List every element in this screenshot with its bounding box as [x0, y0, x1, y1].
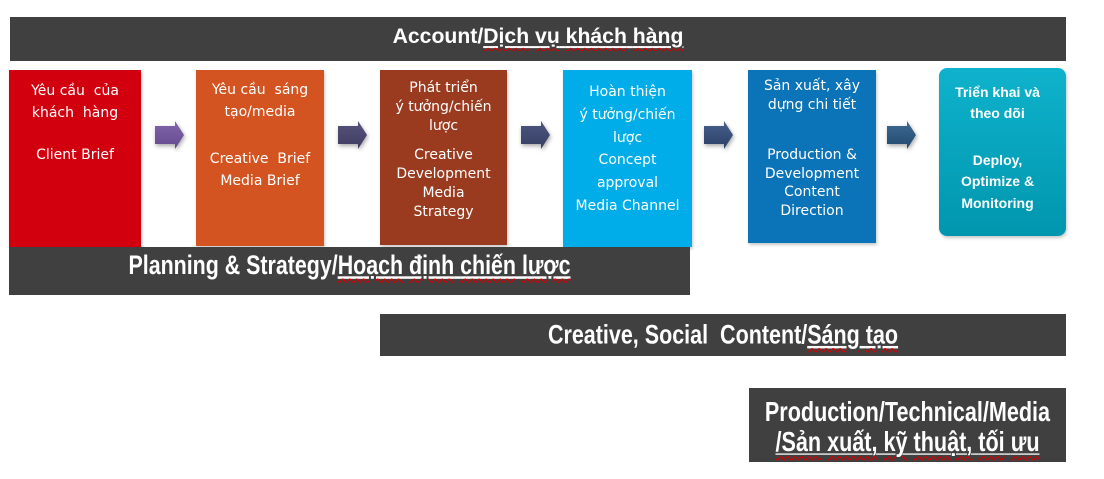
banner-creative-text: Creative, Social Content/Sáng tạo [547, 319, 899, 350]
box-text-line: approval [596, 175, 659, 192]
banner-production-text: Production/Technical/Media/Sản xuất, kỹ … [765, 393, 1050, 457]
box-text-line: Creative Brief [209, 151, 311, 167]
process-box-client-brief: Yêu cầu của khách hàng Client Brief [9, 70, 141, 247]
box-text-line: ý tưởng/chiến [395, 99, 492, 115]
box-text-line: Content [784, 184, 840, 200]
box-text-line: Client Brief [36, 147, 114, 163]
box-text-line: Hoàn thiện [589, 84, 666, 100]
box-text-line: dựng chi tiết [767, 96, 857, 113]
box-text-line: Media Brief [220, 172, 300, 189]
box-text-line: Sản xuất, xây [763, 78, 861, 94]
box-text-line: Triển khai và [955, 83, 1040, 100]
box-text-line: lược [428, 118, 459, 134]
process-box-creative-development: Phát triển ý tưởng/chiến lược Creative D… [380, 70, 507, 245]
box-text-line: Development [764, 165, 860, 182]
box-text-line: Optimize & [960, 173, 1035, 189]
box-text-line: Concept [598, 152, 657, 169]
arrow-shape [887, 121, 916, 149]
flow-arrow-icon [704, 121, 733, 149]
box-text-line: Yêu cầu của [31, 83, 119, 99]
banner-production-line1: Production/Technical/Media [764, 395, 1051, 428]
arrow-shape [704, 121, 733, 149]
box-text-line: theo dõi [970, 105, 1025, 121]
banner-production-line2: /Sản xuất, kỹ thuật, tối ưu [775, 425, 1040, 458]
box-text-line: Production & [767, 147, 857, 163]
box-text-line: khách hàng [31, 104, 119, 121]
box-text-line: Direction [780, 202, 844, 219]
flow-arrow-icon [155, 121, 184, 149]
banner-creative-social-content: Creative, Social Content/Sáng tạo [380, 314, 1066, 356]
banner-production-technical-media: Production/Technical/Media/Sản xuất, kỹ … [749, 388, 1066, 462]
box-text-line: Development [396, 166, 491, 182]
box-text-line: Monitoring [961, 194, 1034, 211]
flow-arrow-icon [521, 121, 550, 149]
arrow-shape [155, 121, 184, 149]
box-text-line: Yêu cầu sáng [211, 82, 309, 98]
banner-planning-text: Planning & Strategy/Hoạch định chiến lượ… [128, 249, 571, 280]
banner-account: Account/Dịch vụ khách hàng [10, 17, 1066, 61]
box-text-line: tạo/media [224, 103, 296, 120]
process-box-creative-media-brief: Yêu cầu sáng tạo/media Creative Brief Me… [196, 70, 324, 246]
box-text-line: lược [612, 129, 643, 146]
flow-arrow-icon [887, 121, 916, 149]
banner-planning-vietnamese: Hoạch định chiến lược [337, 249, 571, 280]
box-text-line: Deploy, [972, 151, 1023, 168]
process-box-concept-approval: Hoàn thiện ý tưởng/chiến lược Concept ap… [563, 70, 692, 247]
flow-arrow-icon [338, 121, 367, 149]
banner-planning-strategy: Planning & Strategy/Hoạch định chiến lượ… [9, 247, 690, 295]
process-box-production-development: Sản xuất, xây dựng chi tiết Production &… [748, 70, 876, 243]
arrow-shape [338, 121, 367, 149]
banner-account-text: Account/Dịch vụ khách hàng [392, 24, 684, 49]
box-text-line: Strategy [413, 204, 474, 220]
process-box-deploy-monitoring: Triển khai và theo dõi Deploy, Optimize … [939, 68, 1066, 236]
box-text-line: Phát triển [409, 80, 478, 96]
box-text-line: Media Channel [575, 197, 680, 214]
box-text-line: Creative [414, 147, 473, 163]
box-text-line: ý tưởng/chiến [579, 106, 676, 123]
arrow-shape [521, 121, 550, 149]
banner-account-vietnamese: Dịch vụ khách hàng [483, 24, 684, 49]
box-text-line: Media [422, 185, 465, 201]
banner-creative-vietnamese: Sáng tạo [807, 319, 899, 350]
